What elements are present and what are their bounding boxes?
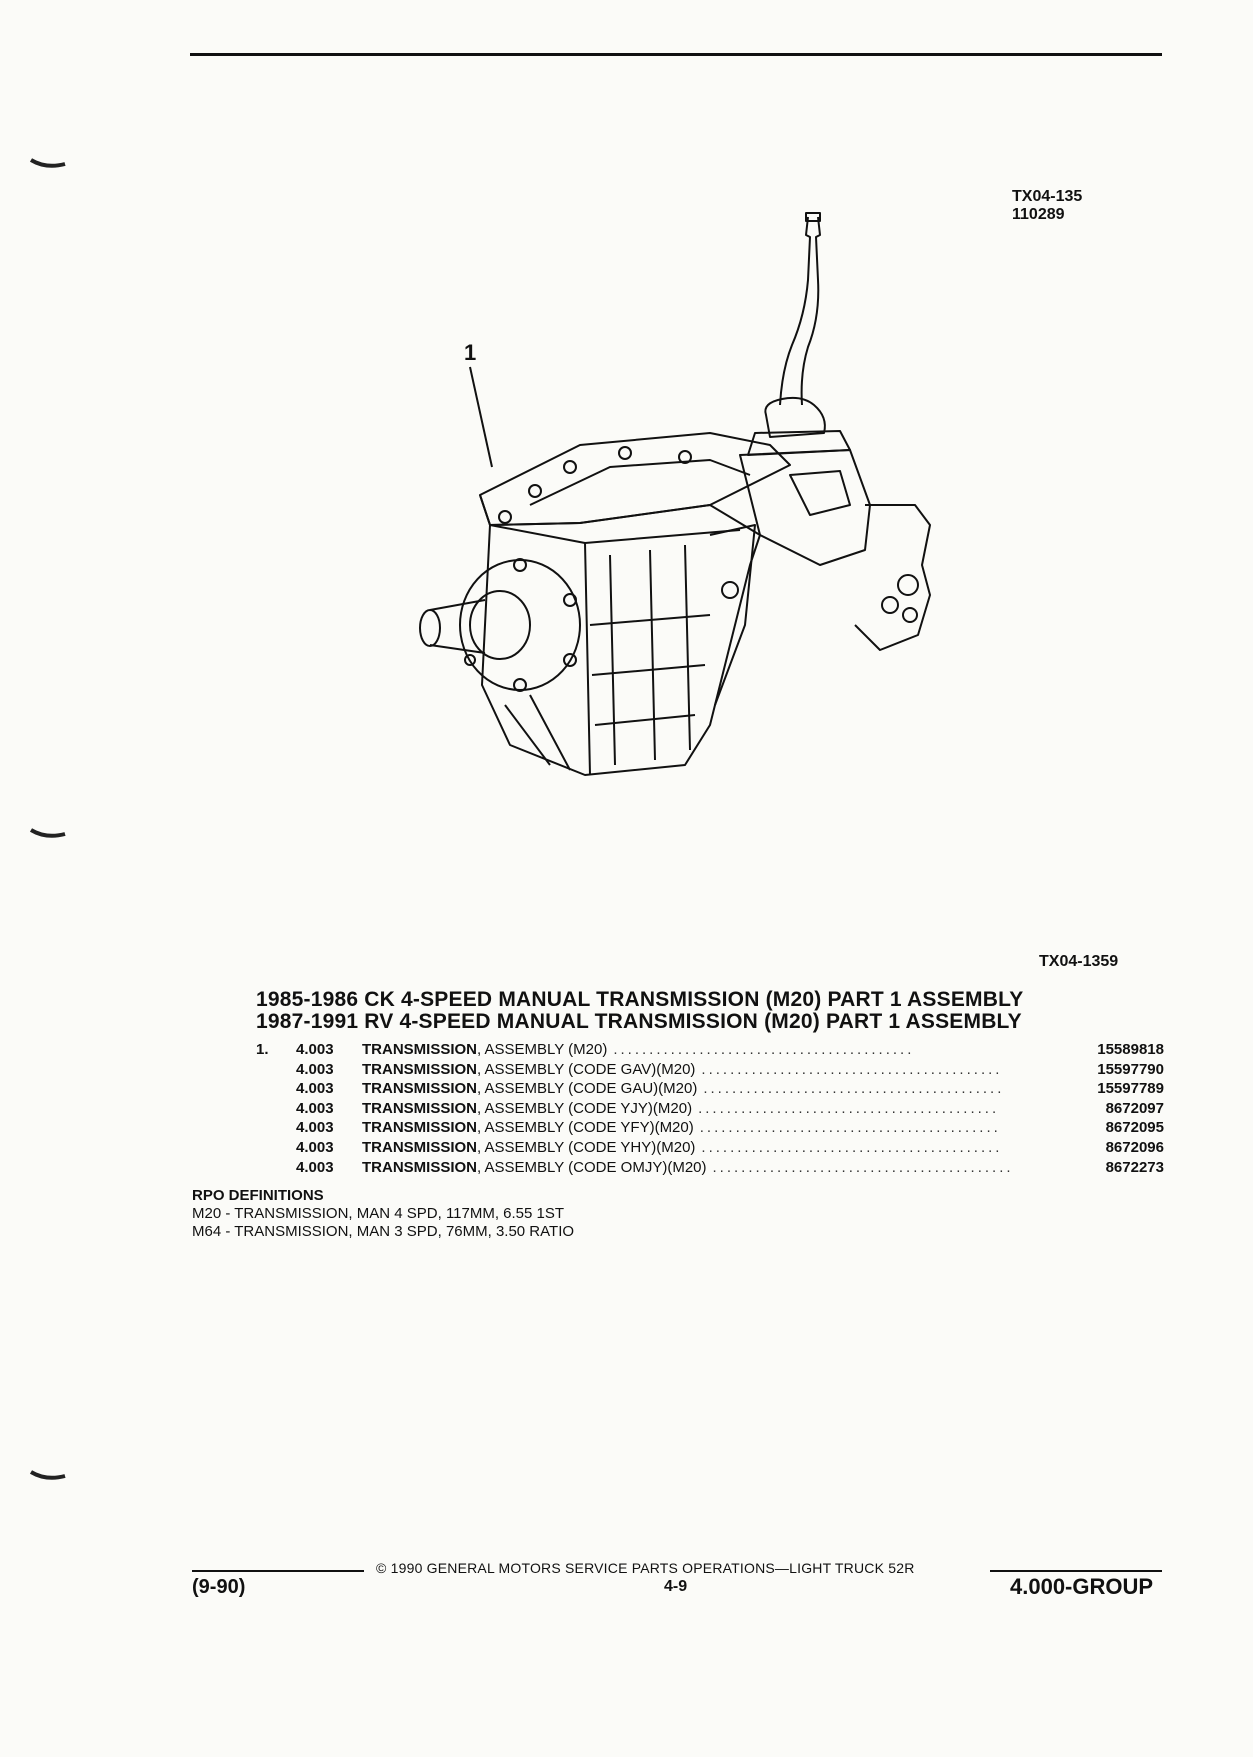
figure-code: TX04-135: [1012, 188, 1083, 205]
part-name: TRANSMISSION: [362, 1119, 478, 1137]
binder-hole-mark: [30, 158, 66, 168]
group-number: 4.003: [296, 1099, 334, 1117]
part-description: , ASSEMBLY (CODE YHY)(M20): [477, 1138, 696, 1156]
part-name: TRANSMISSION: [362, 1041, 478, 1058]
part-description: , ASSEMBLY (CODE GAU)(M20): [477, 1080, 698, 1098]
rpo-line: M20 - TRANSMISSION, MAN 4 SPD, 117MM, 6.…: [192, 1205, 565, 1222]
copyright-notice: © 1990 GENERAL MOTORS SERVICE PARTS OPER…: [376, 1560, 915, 1576]
figure-reference-bottom: TX04-1359: [1039, 953, 1119, 970]
leader-dots: ........................................…: [712, 1158, 1014, 1176]
binder-hole-mark: [30, 1470, 66, 1480]
part-row: 4.003 TRANSMISSION , ASSEMBLY (CODE OMJY…: [256, 1158, 1164, 1178]
part-description: , ASSEMBLY (CODE OMJY)(M20): [477, 1158, 707, 1176]
section-titles: 1985-1986 CK 4-SPEED MANUAL TRANSMISSION…: [256, 989, 1023, 1033]
rpo-line: M64 - TRANSMISSION, MAN 3 SPD, 76MM, 3.5…: [192, 1223, 575, 1240]
page-number: 4-9: [664, 1578, 688, 1595]
part-name: TRANSMISSION: [362, 1080, 478, 1098]
leader-dots: ........................................…: [699, 1119, 1001, 1137]
parts-list: 1. 4.003 TRANSMISSION , ASSEMBLY (M20) .…: [256, 1040, 1164, 1177]
leader-dots: ........................................…: [698, 1099, 1000, 1117]
part-row: 4.003 TRANSMISSION , ASSEMBLY (CODE YHY)…: [256, 1138, 1164, 1158]
top-rule: [190, 53, 1162, 56]
part-row: 1. 4.003 TRANSMISSION , ASSEMBLY (M20) .…: [256, 1040, 1164, 1060]
revision-date: (9-90): [192, 1576, 246, 1598]
part-number: 15589818: [1097, 1041, 1164, 1058]
part-number: 8672273: [1105, 1158, 1164, 1176]
figure-reference-top: TX04-135 110289: [1012, 188, 1082, 224]
group-number: 4.003: [296, 1060, 334, 1078]
part-name: TRANSMISSION: [362, 1138, 478, 1156]
part-row: 4.003 TRANSMISSION , ASSEMBLY (CODE YJY)…: [256, 1099, 1164, 1119]
transmission-illustration: 1: [419, 212, 931, 776]
part-number: 15597790: [1097, 1060, 1164, 1078]
group-number: 4.003: [296, 1080, 334, 1098]
section-title: 1985-1986 CK 4-SPEED MANUAL TRANSMISSION…: [256, 988, 1024, 1011]
group-number: 4.003: [296, 1138, 334, 1156]
part-name: TRANSMISSION: [362, 1158, 478, 1176]
leader-dots: ........................................…: [701, 1060, 1003, 1078]
leader-dots: ........................................…: [613, 1041, 915, 1058]
footer-rule-left: [192, 1570, 364, 1572]
part-description: , ASSEMBLY (CODE GAV)(M20): [477, 1060, 696, 1078]
part-index: 1.: [256, 1041, 269, 1058]
part-row: 4.003 TRANSMISSION , ASSEMBLY (CODE YFY)…: [256, 1118, 1164, 1138]
part-number: 8672096: [1105, 1138, 1164, 1156]
part-number: 8672097: [1105, 1099, 1164, 1117]
footer-rule-right: [990, 1570, 1162, 1572]
group-number: 4.003: [296, 1041, 334, 1058]
part-row: 4.003 TRANSMISSION , ASSEMBLY (CODE GAU)…: [256, 1079, 1164, 1099]
part-description: , ASSEMBLY (CODE YJY)(M20): [477, 1099, 693, 1117]
rpo-heading: RPO DEFINITIONS: [192, 1187, 324, 1204]
part-number: 8672095: [1105, 1119, 1164, 1137]
leader-dots: ........................................…: [701, 1138, 1003, 1156]
group-label: 4.000-GROUP: [1010, 1574, 1154, 1599]
section-title: 1987-1991 RV 4-SPEED MANUAL TRANSMISSION…: [256, 1010, 1022, 1033]
leader-dots: ........................................…: [703, 1080, 1005, 1098]
part-row: 4.003 TRANSMISSION , ASSEMBLY (CODE GAV)…: [256, 1060, 1164, 1080]
figure-date-code: 110289: [1012, 206, 1065, 223]
part-number: 15597789: [1097, 1080, 1164, 1098]
group-number: 4.003: [296, 1158, 334, 1176]
part-name: TRANSMISSION: [362, 1060, 478, 1078]
callout-number: 1: [464, 340, 476, 365]
part-description: , ASSEMBLY (CODE YFY)(M20): [477, 1119, 694, 1137]
part-description: , ASSEMBLY (M20): [477, 1041, 608, 1058]
part-name: TRANSMISSION: [362, 1099, 478, 1117]
rpo-definitions: RPO DEFINITIONS M20 - TRANSMISSION, MAN …: [192, 1187, 574, 1241]
binder-hole-mark: [30, 828, 66, 838]
group-number: 4.003: [296, 1119, 334, 1137]
